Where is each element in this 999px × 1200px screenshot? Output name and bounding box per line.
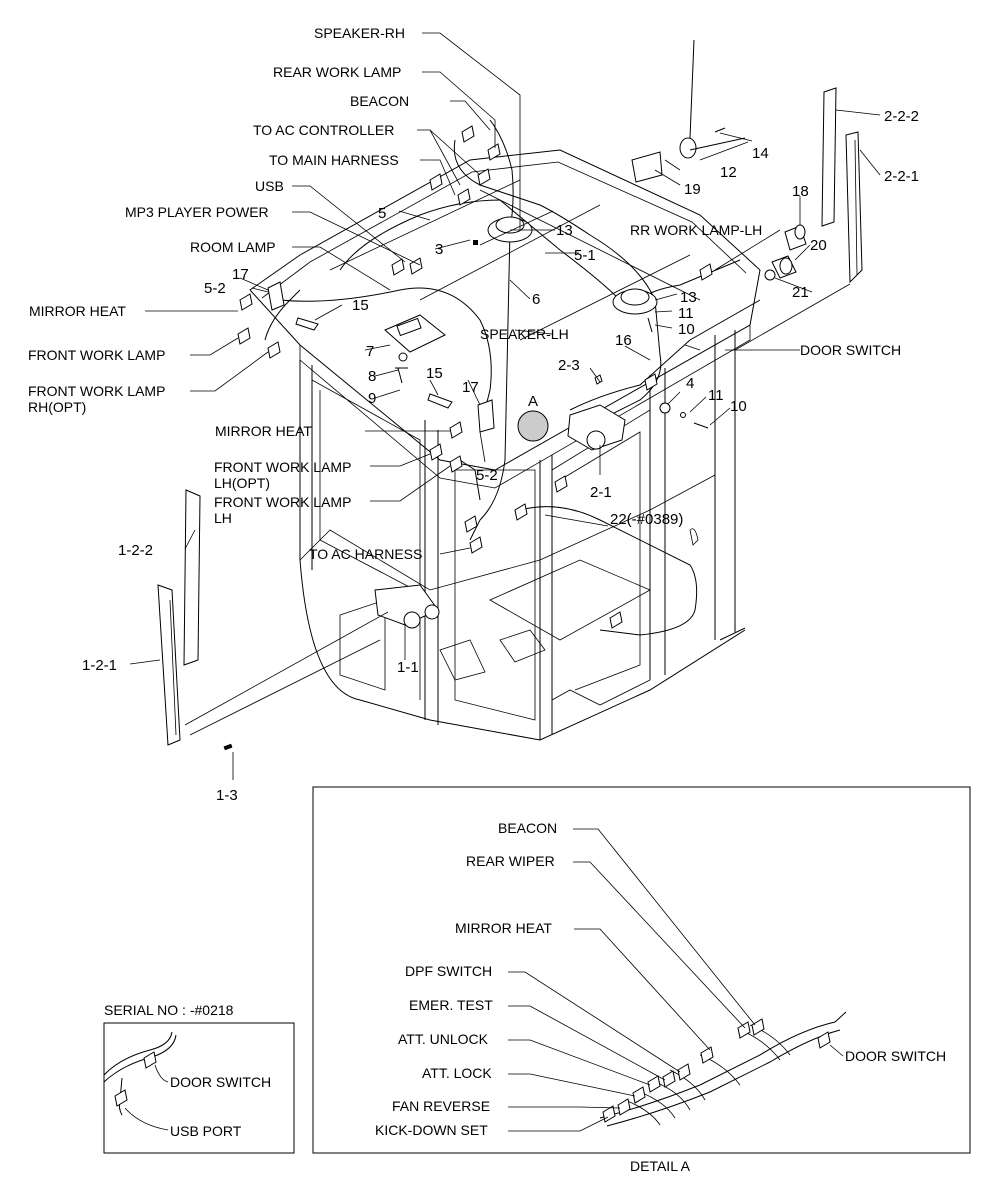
part-number-5: 5: [378, 205, 386, 222]
detail-label-mirror-heat: MIRROR HEAT: [455, 920, 552, 936]
label-mirror-heat-mid: MIRROR HEAT: [215, 423, 312, 439]
part-number-17-mid: 17: [462, 379, 479, 396]
part-number-1-1: 1-1: [397, 659, 419, 676]
label-front-work-lamp-rh-line2: RH(OPT): [28, 399, 86, 415]
part-number-19: 19: [684, 181, 701, 198]
part-number-4: 4: [686, 375, 694, 392]
part-number-5-2-mid: 5-2: [476, 467, 498, 484]
label-front-work-lamp-lh-line2: LH: [214, 510, 232, 526]
part-number-2-2-2: 2-2-2: [884, 108, 919, 125]
label-front-work-lamp-lh-opt-line1: FRONT WORK LAMP: [214, 459, 351, 475]
part-number-1-2-1: 1-2-1: [82, 657, 117, 674]
detail-label-rear-wiper: REAR WIPER: [466, 853, 555, 869]
part-number-2-1: 2-1: [590, 484, 612, 501]
part-number-22: 22(-#0389): [610, 511, 683, 528]
part-number-10-top: 10: [678, 321, 695, 338]
label-to-ac-harness: TO AC HARNESS: [309, 546, 422, 562]
serial-label-usb-port: USB PORT: [170, 1123, 242, 1139]
part-number-13-lower: 13: [680, 289, 697, 306]
part-number-18: 18: [792, 183, 809, 200]
detail-a-panel: BEACON REAR WIPER MIRROR HEAT DPF SWITCH…: [312, 786, 971, 1174]
part-number-17-left: 17: [232, 266, 249, 283]
part-number-11-top: 11: [678, 305, 694, 322]
detail-label-att-lock: ATT. LOCK: [422, 1065, 492, 1081]
label-room-lamp: ROOM LAMP: [190, 239, 276, 255]
part-number-15-left: 15: [352, 297, 369, 314]
serial-label-door-switch: DOOR SWITCH: [170, 1074, 271, 1090]
part-number-13-top: 13: [556, 222, 573, 239]
detail-label-dpf-switch: DPF SWITCH: [405, 963, 492, 979]
detail-label-kick-down-set: KICK-DOWN SET: [375, 1122, 488, 1138]
label-rear-work-lamp: REAR WORK LAMP: [273, 64, 401, 80]
part-number-1-3: 1-3: [216, 787, 238, 804]
part-number-10-mid: 10: [730, 398, 747, 415]
label-beacon: BEACON: [350, 93, 409, 109]
label-front-work-lamp-rh-line1: FRONT WORK LAMP: [28, 383, 165, 399]
label-to-main-harness: TO MAIN HARNESS: [269, 152, 399, 168]
detail-a-title: DETAIL A: [630, 1158, 691, 1174]
part-number-5-1: 5-1: [574, 247, 596, 264]
leader-lines: [129, 32, 881, 780]
serial-no-title: SERIAL NO : -#0218: [104, 1002, 234, 1018]
serial-no-panel: SERIAL NO : -#0218 DOOR SWITCH USB PORT: [103, 1002, 295, 1154]
part-number-2-3: 2-3: [558, 357, 580, 374]
label-front-work-lamp-lh-line1: FRONT WORK LAMP: [214, 494, 351, 510]
label-detail-marker: A: [528, 393, 538, 410]
part-number-15-mid: 15: [426, 365, 443, 382]
main-labels: SPEAKER-RH REAR WORK LAMP BEACON TO AC C…: [28, 25, 901, 562]
label-speaker-rh: SPEAKER-RH: [314, 25, 405, 41]
part-number-21: 21: [792, 284, 809, 301]
part-number-2-2-1: 2-2-1: [884, 168, 919, 185]
label-mp3-player-power: MP3 PLAYER POWER: [125, 204, 269, 220]
harness-wires: [264, 119, 761, 636]
label-usb: USB: [255, 178, 284, 194]
part-numbers: 14 12 19 13 5 3 5-1 6 13 11 10 17 5-2 15…: [82, 108, 919, 804]
detail-label-door-switch: DOOR SWITCH: [845, 1048, 946, 1064]
detail-label-fan-reverse: FAN REVERSE: [392, 1098, 490, 1114]
part-number-3: 3: [435, 241, 443, 258]
part-number-16: 16: [615, 332, 632, 349]
detail-label-att-unlock: ATT. UNLOCK: [398, 1031, 489, 1047]
label-mirror-heat-left: MIRROR HEAT: [29, 303, 126, 319]
part-number-12: 12: [720, 164, 737, 181]
cab-structure: [249, 149, 761, 741]
part-number-6: 6: [532, 291, 540, 308]
connector-clips: [223, 125, 713, 751]
label-front-work-lamp: FRONT WORK LAMP: [28, 347, 165, 363]
label-to-ac-controller: TO AC CONTROLLER: [253, 122, 394, 138]
part-number-9: 9: [368, 390, 376, 407]
detail-label-emer-test: EMER. TEST: [409, 997, 493, 1013]
part-number-11-mid: 11: [708, 387, 724, 404]
label-door-switch-top: DOOR SWITCH: [800, 342, 901, 358]
part-number-14: 14: [752, 145, 769, 162]
components: [157, 39, 863, 746]
part-number-8: 8: [368, 368, 376, 385]
part-number-5-2-left: 5-2: [204, 280, 226, 297]
label-speaker-lh: SPEAKER-LH: [480, 326, 569, 342]
part-number-7: 7: [366, 343, 374, 360]
detail-label-beacon: BEACON: [498, 820, 557, 836]
label-front-work-lamp-lh-opt-line2: LH(OPT): [214, 475, 270, 491]
part-number-1-2-2: 1-2-2: [118, 542, 153, 559]
label-rr-work-lamp-lh: RR WORK LAMP-LH: [630, 222, 762, 238]
part-number-20: 20: [810, 237, 827, 254]
